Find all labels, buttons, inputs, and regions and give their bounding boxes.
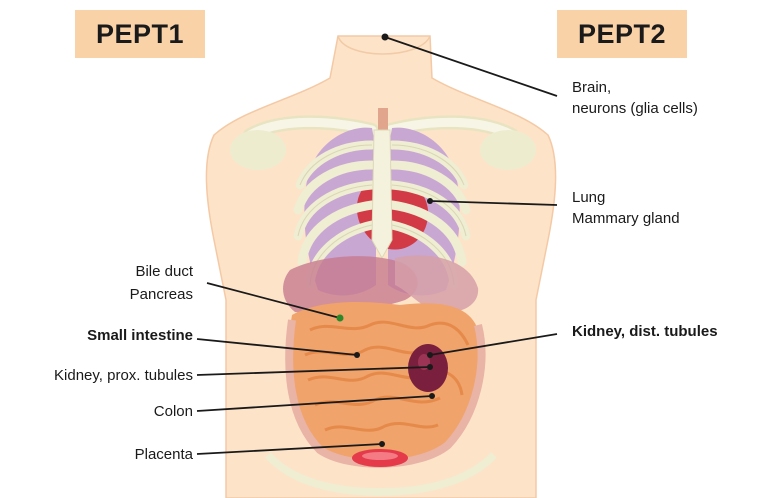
label-placenta: Placenta [20, 445, 193, 464]
label-bile-duct: Bile duct [20, 262, 193, 281]
shoulder-left [230, 130, 286, 170]
label-neurons: neurons (glia cells) [572, 99, 698, 118]
shoulder-right [480, 130, 536, 170]
label-colon: Colon [20, 402, 193, 421]
trachea [378, 108, 388, 132]
label-lung: Lung [572, 188, 605, 207]
sternum [372, 130, 392, 258]
label-kidney-prox-tubules: Kidney, prox. tubules [4, 366, 193, 385]
header-pept2: PEPT2 [557, 10, 687, 58]
label-mammary-gland: Mammary gland [572, 209, 680, 228]
header-pept1: PEPT1 [75, 10, 205, 58]
label-small-intestine: Small intestine [20, 326, 193, 345]
label-brain: Brain, [572, 78, 611, 97]
label-kidney-dist-tubules: Kidney, dist. tubules [572, 322, 718, 341]
label-pancreas: Pancreas [20, 285, 193, 304]
